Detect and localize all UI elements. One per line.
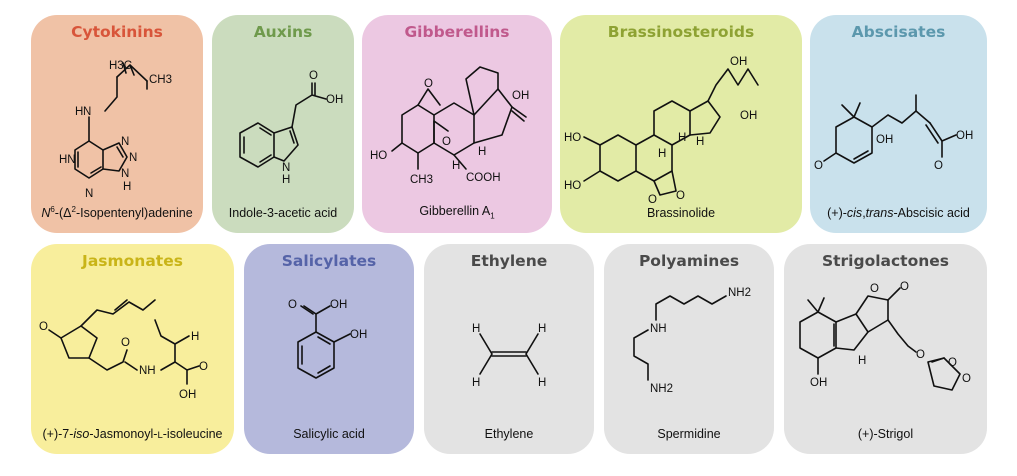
atom-label: COOH <box>466 172 501 184</box>
atom-label: O <box>424 78 433 90</box>
atom-label: H <box>472 377 480 389</box>
atom-label: OH <box>730 56 747 68</box>
atom-label: OH <box>179 389 196 401</box>
atom-label: N <box>85 188 93 200</box>
atom-label: N <box>129 152 137 164</box>
card-polyamines: Polyamines NH2 NH NH2 Spermidine <box>604 244 774 454</box>
structure-ethylene: H H H H <box>472 323 546 389</box>
structure-jasmonoyl-isoleucine: O O NH O OH H <box>39 299 208 401</box>
atom-label: N <box>282 162 290 174</box>
atom-label: H <box>191 331 199 343</box>
atom-label: H <box>658 148 666 160</box>
card-caption: (+)-7-iso-Jasmonoyl-L-isoleucine <box>42 427 223 441</box>
card-title: Brassinosteroids <box>607 23 755 41</box>
atom-label: HO <box>370 150 387 162</box>
card-caption: Ethylene <box>484 427 534 441</box>
atom-label: H <box>538 323 546 335</box>
structure-spermidine: NH2 NH NH2 <box>633 287 751 395</box>
card-cytokinins: Cytokinins H3C CH3 N H N N N N HN H N6-(… <box>31 15 203 233</box>
atom-label: N <box>121 168 129 180</box>
atom-label: NH <box>139 365 156 377</box>
atom-label: NH2 <box>650 383 673 395</box>
card-caption: Indole-3-acetic acid <box>228 206 338 220</box>
atom-label: OH <box>330 299 347 311</box>
card-auxins: Auxins O OH N H Indole-3-acetic acid <box>212 15 354 233</box>
card-strigolactones: Strigolactones O O O O O OH H (+)-Strigo… <box>784 244 987 454</box>
atom-label: H <box>538 377 546 389</box>
atom-label: NH <box>650 323 667 335</box>
atom-label: HO <box>564 132 581 144</box>
atom-label: H <box>282 174 290 186</box>
atom-label: H <box>123 181 131 193</box>
card-title: Abscisates <box>851 23 946 41</box>
atom-label: O <box>962 373 971 385</box>
atom-label: H <box>858 355 866 367</box>
card-title: Jasmonates <box>82 252 183 270</box>
atom-label: CH3 <box>149 74 172 86</box>
atom-label: O <box>916 349 925 361</box>
atom-label: O <box>121 337 130 349</box>
card-abscisates: Abscisates OH O O OH (+)-cis,trans-Absci… <box>810 15 987 233</box>
atom-label: H <box>678 132 686 144</box>
atom-label: O <box>900 281 909 293</box>
atom-label: O <box>934 160 943 172</box>
card-caption: Brassinolide <box>646 206 716 220</box>
card-title: Ethylene <box>470 252 548 270</box>
card-title: Auxins <box>253 23 313 41</box>
atom-label: O <box>648 194 657 205</box>
atom-label: OH <box>876 134 893 146</box>
atom-label: O <box>39 321 48 333</box>
card-caption: Spermidine <box>657 427 721 441</box>
structure-cytokinin: H3C CH3 N H N N N N HN H <box>59 60 172 200</box>
card-caption: (+)-Strigol <box>857 427 914 441</box>
atom-label: H3C <box>109 60 132 72</box>
atom-label: O <box>870 283 879 295</box>
atom-label: O <box>442 136 451 148</box>
atom-label: N <box>121 136 129 148</box>
structure-gibberellin: O OH O HO H H CH3 COOH <box>370 66 529 186</box>
atom-label: O <box>814 160 823 172</box>
atom-label: N <box>83 106 91 118</box>
card-caption: Gibberellin A1 <box>419 203 495 221</box>
card-salicylates: Salicylates O OH OH Salicylic acid <box>244 244 414 454</box>
card-title: Gibberellins <box>404 23 510 41</box>
structure-salicylic-acid: O OH OH <box>288 299 367 379</box>
card-title: Polyamines <box>638 252 740 270</box>
structure-abscisic-acid: OH O O OH <box>814 94 973 172</box>
atom-label: O <box>309 70 318 82</box>
card-caption: (+)-cis,trans-Abscisic acid <box>827 206 970 220</box>
structure-brassinolide: OH OH HO HO O O H H H <box>564 56 759 205</box>
atom-label: OH <box>956 130 973 142</box>
atom-label: O <box>199 361 208 373</box>
atom-label: H <box>478 146 486 158</box>
atom-label: OH <box>810 377 827 389</box>
atom-label: OH <box>512 90 529 102</box>
atom-label: H <box>696 136 704 148</box>
card-caption: N6-(Δ2-Isopentenyl)adenine <box>41 204 193 220</box>
atom-label: O <box>676 190 685 202</box>
card-ethylene: Ethylene H H H H Ethylene <box>424 244 594 454</box>
atom-label: HN <box>59 154 76 166</box>
card-brassinosteroids: Brassinosteroids OH OH HO HO O O H H H B… <box>560 15 802 233</box>
atom-label: OH <box>740 110 757 122</box>
structure-strigol: O O O O O OH H <box>799 281 971 391</box>
atom-label: H <box>452 160 460 172</box>
card-jasmonates: Jasmonates O O NH O OH H (+)-7-iso-Jasmo… <box>31 244 234 454</box>
atom-label: OH <box>350 329 367 341</box>
atom-label: CH3 <box>410 174 433 186</box>
card-gibberellins: Gibberellins O OH O HO H H CH3 COOH Gibb… <box>362 15 552 233</box>
atom-label: H <box>75 106 83 118</box>
atom-label: O <box>288 299 297 311</box>
structure-auxin: O OH N H <box>239 70 343 186</box>
card-title: Salicylates <box>281 252 377 270</box>
card-title: Cytokinins <box>71 23 163 41</box>
card-caption: Salicylic acid <box>293 427 365 441</box>
card-title: Strigolactones <box>821 252 950 270</box>
atom-label: HO <box>564 180 581 192</box>
atom-label: OH <box>326 94 343 106</box>
atom-label: NH2 <box>728 287 751 299</box>
atom-label: H <box>472 323 480 335</box>
atom-label: O <box>948 357 957 369</box>
